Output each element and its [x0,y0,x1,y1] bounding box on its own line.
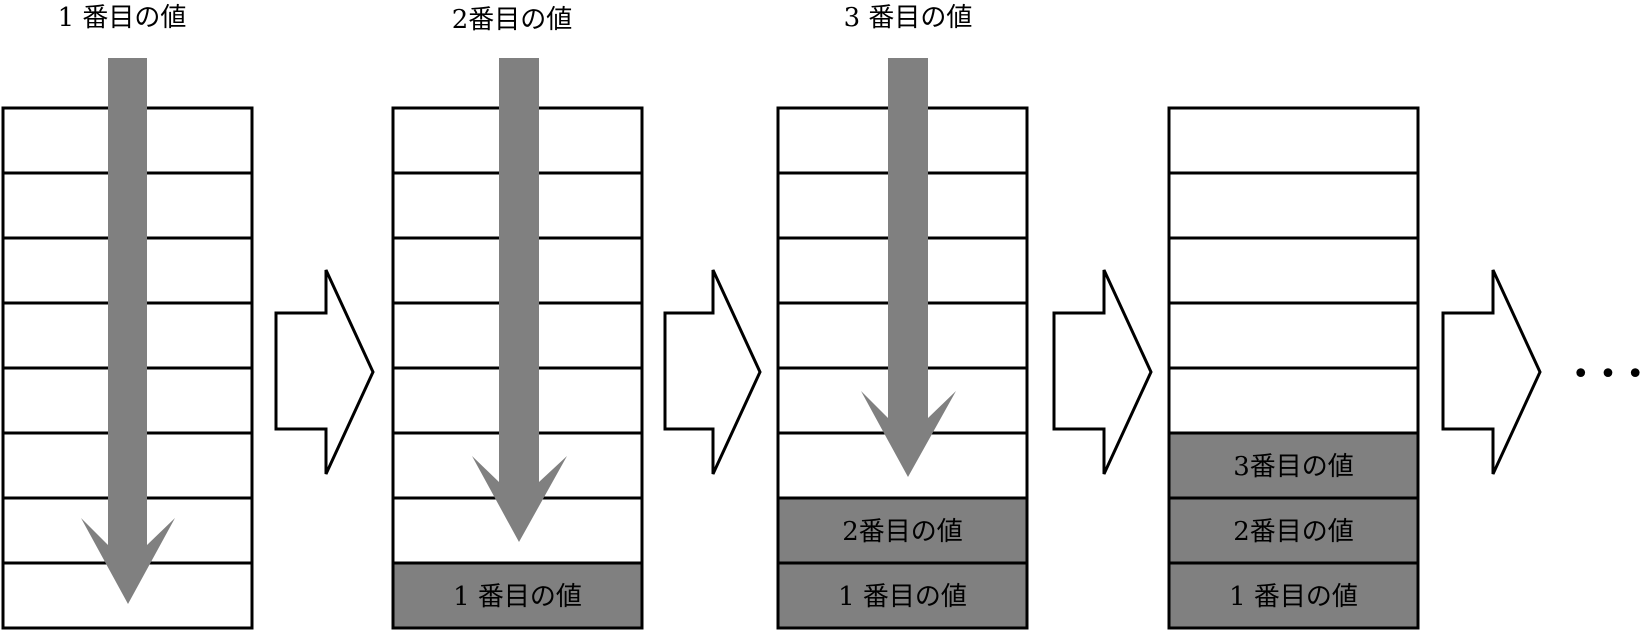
title-3: 3 番目の値 [844,3,973,33]
stack-4-cell-1-label: 1 番目の値 [1229,582,1358,612]
stack-4-cell-7 [1167,171,1420,240]
stack-4-cell-3 [1167,431,1420,500]
stack-4: 3番目の値 2番目の値 1 番目の値 [1167,106,1420,630]
ellipsis: • • • [1572,357,1644,392]
transition-arrow-1 [274,269,375,475]
stack-3-cell-1 [776,561,1029,630]
stack-4-cell-5 [1167,301,1420,370]
transition-arrow-4 [1441,269,1542,475]
title-1: 1 番目の値 [58,3,187,33]
stack-2-cell-1-label: 1 番目の値 [453,582,582,612]
push-arrow-3 [861,58,956,477]
stack-3-cell-2-label: 2番目の値 [842,517,963,547]
transition-arrow-3 [1052,269,1153,475]
stack-4-cell-2-label: 2番目の値 [1233,517,1354,547]
stack-3-cell-1-label: 1 番目の値 [838,582,967,612]
push-arrow-2 [472,58,567,542]
title-2: 2番目の値 [452,5,573,35]
stack-4-cell-3-label: 3番目の値 [1233,452,1354,482]
transition-arrow-2 [663,269,762,475]
stack-3: 2番目の値 1 番目の値 [776,106,1029,630]
stack-4-cell-1 [1167,561,1420,630]
stack-4-cell-4 [1167,366,1420,435]
push-arrow-1 [81,58,175,604]
stack-4-cell-2 [1167,496,1420,565]
stack-2-cell-1 [391,561,644,630]
stack-3-cell-2 [776,496,1029,565]
stack-4-cell-6 [1167,236,1420,305]
stack-4-cell-8 [1167,106,1420,175]
